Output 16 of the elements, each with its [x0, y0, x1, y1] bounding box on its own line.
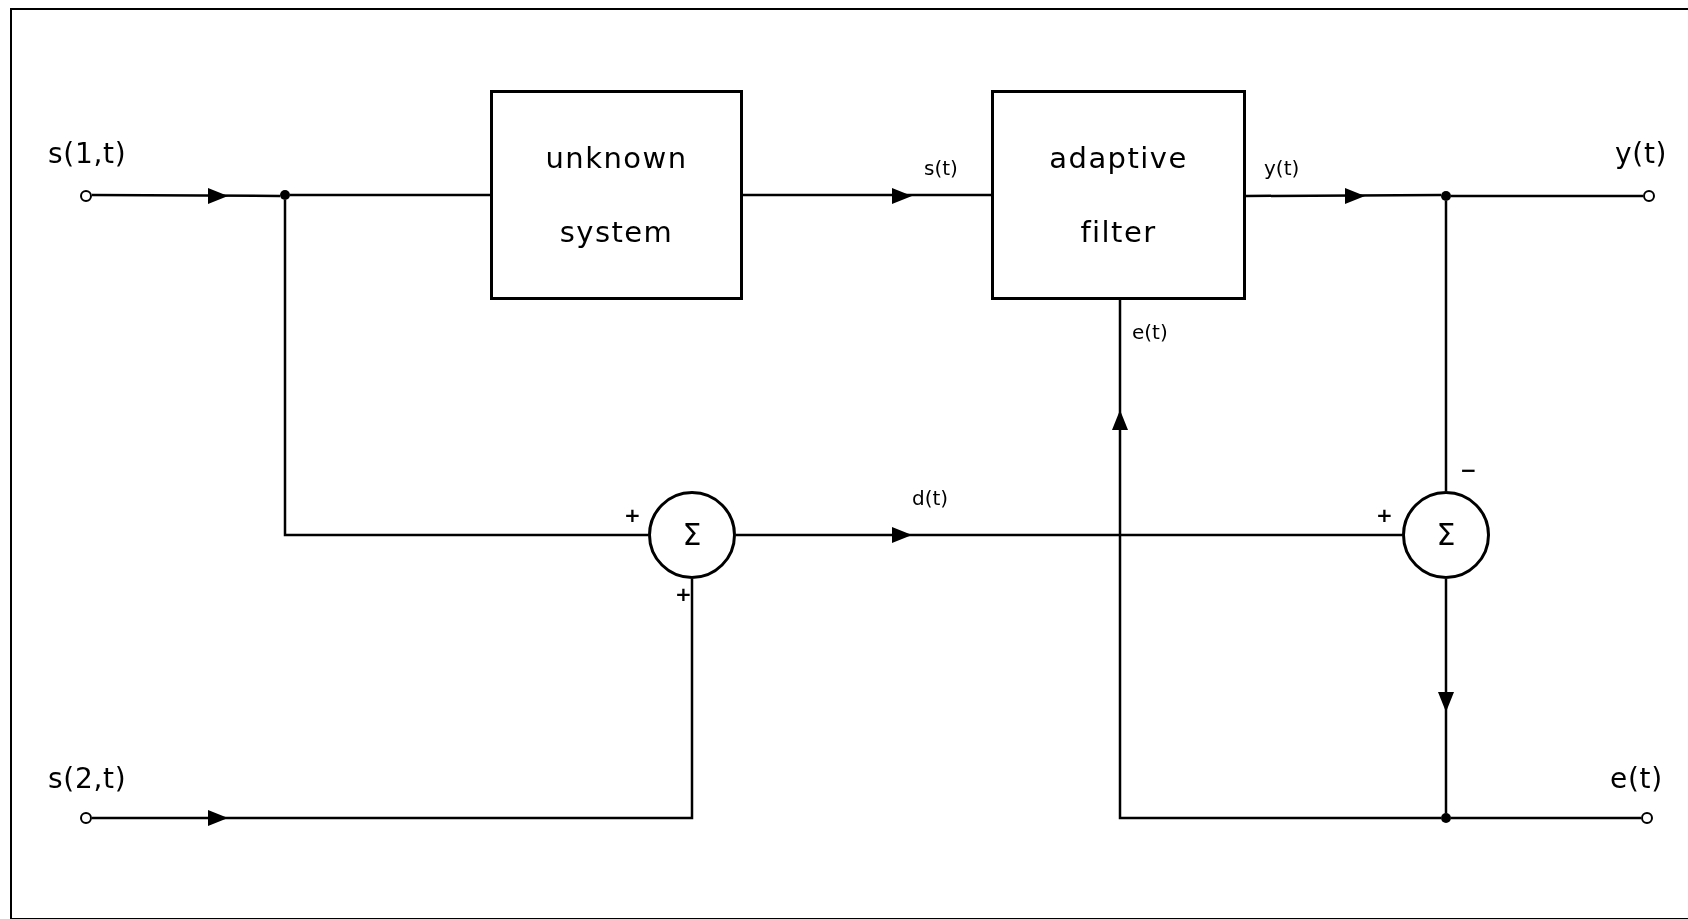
sign-label: + [1376, 505, 1393, 525]
box-label: unknown system [544, 140, 689, 251]
sigma-symbol: Σ [682, 520, 702, 550]
signal-label: s(1,t) [48, 140, 127, 168]
edge-label: e(t) [1130, 322, 1170, 342]
edge-label: s(t) [922, 158, 960, 178]
signal-label: s(2,t) [48, 765, 127, 793]
sign-label: − [1460, 460, 1477, 480]
process-box [991, 90, 1246, 300]
signal-label: e(t) [1610, 765, 1663, 793]
box-label: adaptive filter [1048, 140, 1189, 251]
signal-label: y(t) [1615, 140, 1668, 168]
process-box [490, 90, 743, 300]
sign-label: + [675, 584, 692, 604]
sign-label: + [624, 505, 641, 525]
sigma-symbol: Σ [1436, 520, 1456, 550]
